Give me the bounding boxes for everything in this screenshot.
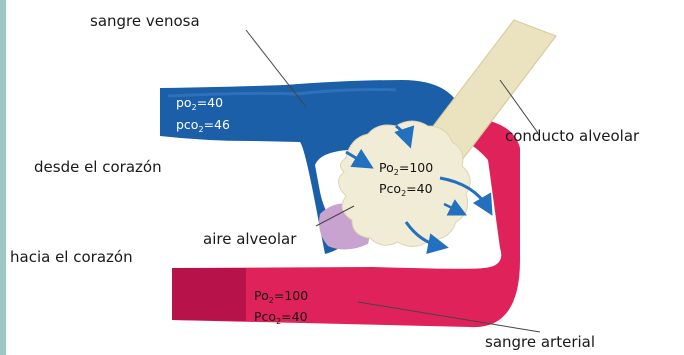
venous-pco2: pco2=46 bbox=[176, 117, 230, 132]
label-sangre-arterial: sangre arterial bbox=[485, 333, 595, 351]
leader-conducto-alveolar bbox=[500, 80, 538, 133]
arterial-pco2: Pco2=40 bbox=[254, 309, 308, 324]
arterial-po2: Po2=100 bbox=[254, 288, 308, 303]
alveolar-pco2: Pco2=40 bbox=[379, 181, 433, 196]
label-hacia-el-corazon: hacia el corazón bbox=[10, 248, 133, 266]
venous-po2: po2=40 bbox=[176, 95, 223, 110]
label-conducto-alveolar: conducto alveolar bbox=[505, 127, 639, 145]
alveolar-po2: Po2=100 bbox=[379, 160, 433, 175]
label-sangre-venosa: sangre venosa bbox=[90, 12, 200, 30]
arterial-vessel-shade bbox=[172, 268, 246, 321]
label-aire-alveolar: aire alveolar bbox=[203, 230, 296, 248]
label-desde-el-corazon: desde el corazón bbox=[34, 158, 162, 176]
